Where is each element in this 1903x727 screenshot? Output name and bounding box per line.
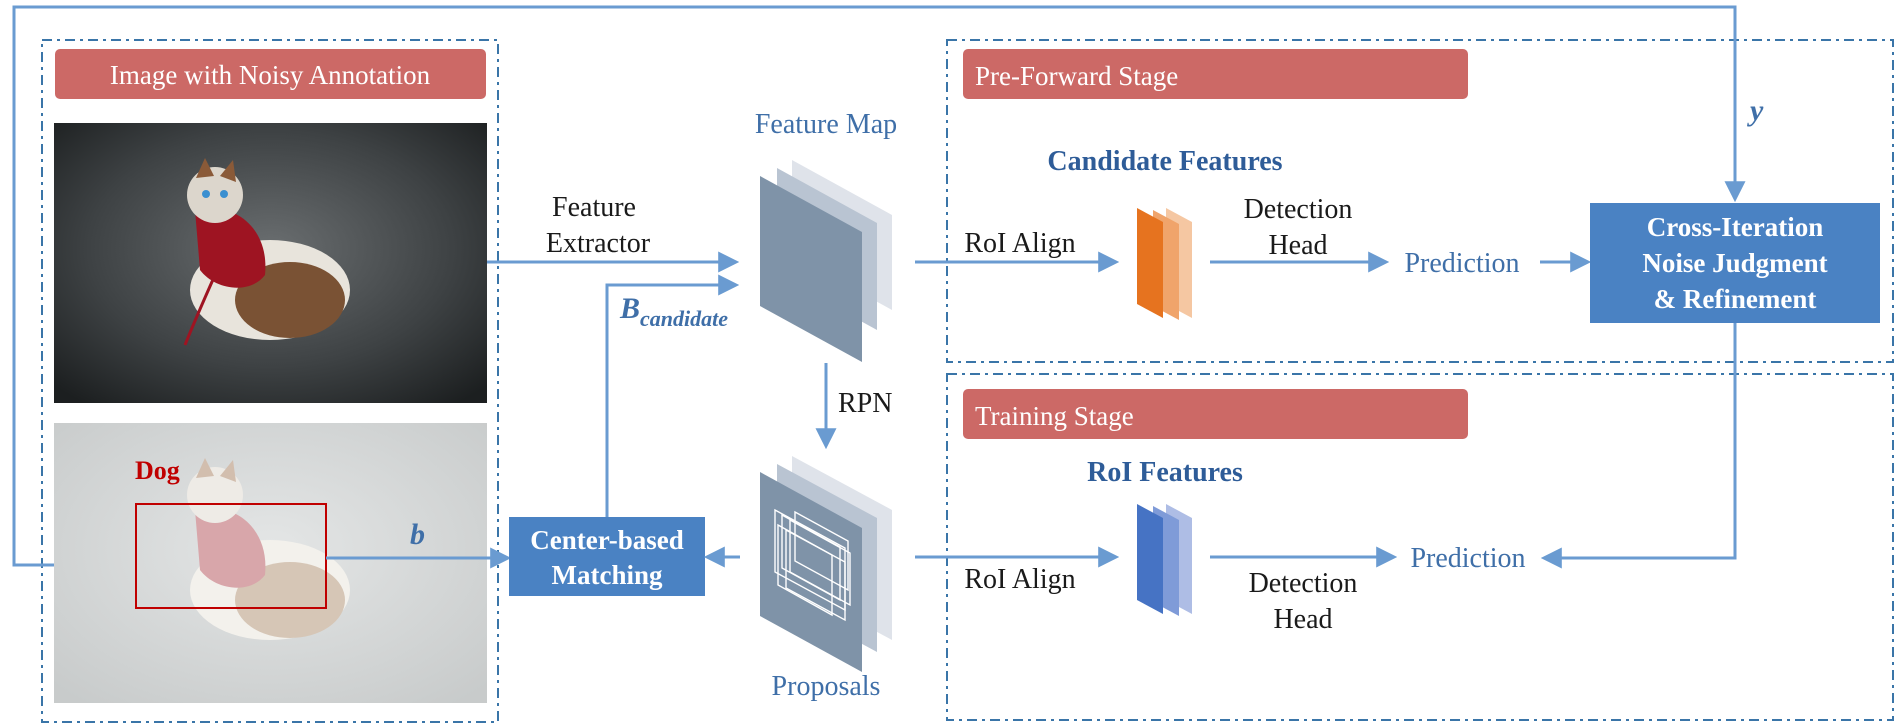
roi-features-stack bbox=[1137, 504, 1192, 616]
training-header: Training Stage bbox=[975, 401, 1134, 431]
noisy-bbox bbox=[135, 503, 327, 609]
detection-head-bottom-label-1: Detection bbox=[1249, 568, 1358, 599]
candidate-features-stack bbox=[1137, 208, 1192, 320]
feature-extractor-label-1: Feature bbox=[552, 192, 636, 223]
proposals-stack bbox=[760, 456, 892, 672]
center-matching-label-1: Center-based bbox=[530, 525, 683, 555]
training-header-box bbox=[963, 389, 1468, 439]
input-panel bbox=[41, 39, 499, 723]
b-candidate-label: Bcandidate bbox=[619, 292, 728, 331]
detection-head-bottom-label-2: Head bbox=[1273, 604, 1332, 635]
cross-iter-box bbox=[1590, 203, 1880, 323]
feedback-line-y bbox=[12, 5, 1746, 567]
preforward-header: Pre-Forward Stage bbox=[975, 61, 1178, 91]
y-label: y bbox=[1747, 94, 1764, 127]
feature-extractor-label-2: Extractor bbox=[546, 228, 651, 259]
detection-head-top-label-2: Head bbox=[1268, 230, 1327, 261]
input-image-top bbox=[54, 123, 487, 403]
input-image-bottom: Dog bbox=[54, 423, 487, 703]
roi-align-top-label: RoI Align bbox=[964, 228, 1075, 259]
center-matching-box bbox=[509, 517, 705, 596]
b-label: b bbox=[410, 518, 425, 551]
b-candidate-arrow bbox=[605, 274, 740, 517]
preforward-panel bbox=[946, 39, 1894, 363]
dog-label: Dog bbox=[135, 456, 180, 485]
input-header-box bbox=[55, 49, 486, 99]
detection-head-top-label-1: Detection bbox=[1244, 194, 1353, 225]
center-matching-label-2: Matching bbox=[552, 560, 663, 590]
feature-map-stack bbox=[760, 160, 892, 362]
cross-iter-label-1: Cross-Iteration bbox=[1647, 212, 1823, 242]
refinement-arrow bbox=[1540, 323, 1737, 569]
cross-iter-label-3: & Refinement bbox=[1654, 284, 1817, 314]
preforward-header-box bbox=[963, 49, 1468, 99]
feature-map-label: Feature Map bbox=[755, 109, 897, 140]
prediction-bottom-label: Prediction bbox=[1410, 543, 1525, 574]
roi-align-bottom-label: RoI Align bbox=[964, 564, 1075, 595]
candidate-features-label: Candidate Features bbox=[1047, 146, 1282, 177]
input-header: Image with Noisy Annotation bbox=[110, 60, 431, 90]
training-panel bbox=[946, 373, 1894, 721]
rpn-label: RPN bbox=[838, 388, 892, 419]
prediction-top-label: Prediction bbox=[1404, 248, 1519, 279]
roi-features-label: RoI Features bbox=[1087, 457, 1243, 488]
cross-iter-label-2: Noise Judgment bbox=[1642, 248, 1827, 278]
proposals-label: Proposals bbox=[772, 671, 881, 702]
